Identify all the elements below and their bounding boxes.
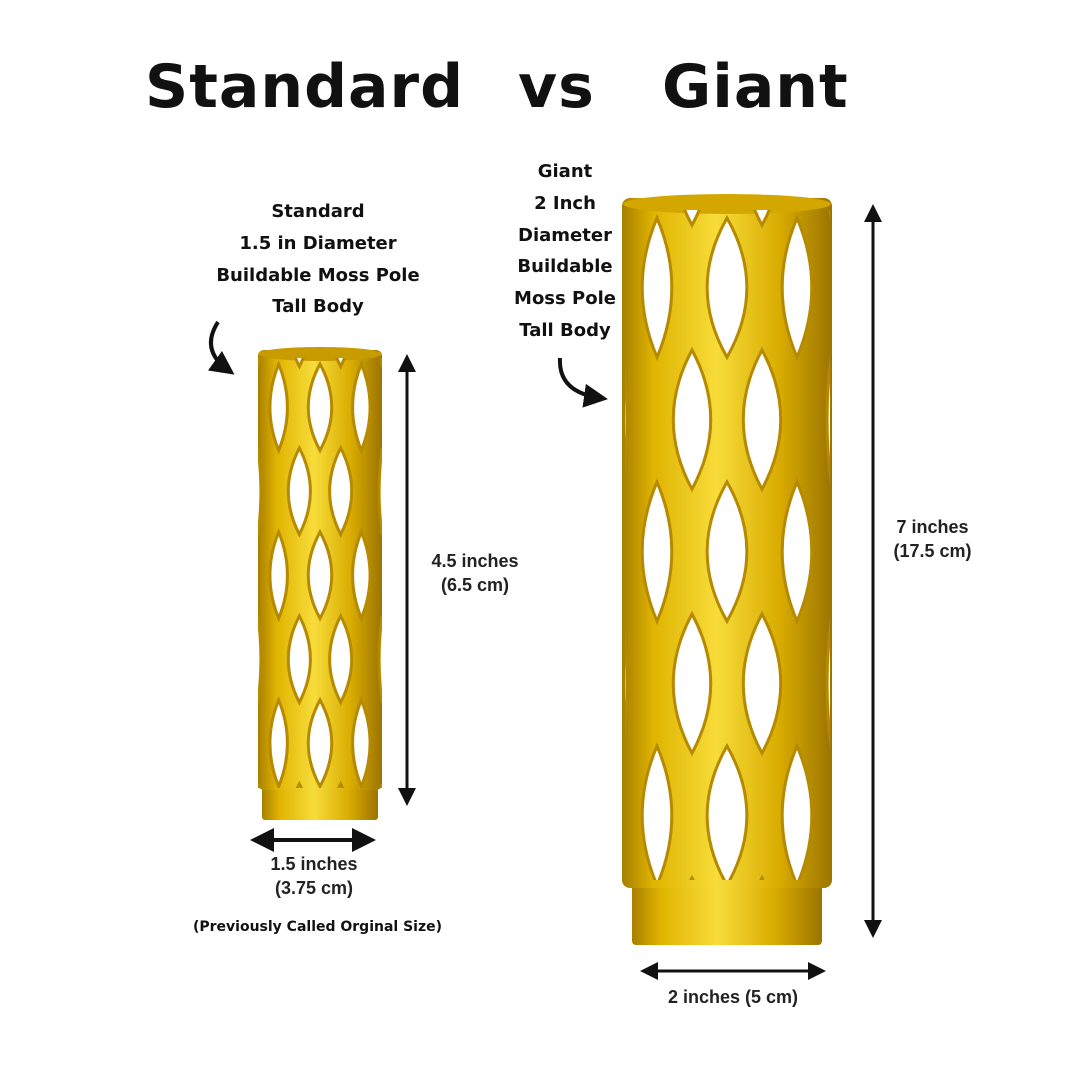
standard-width-label: 1.5 inches (3.75 cm)	[244, 852, 384, 900]
standard-label-line: Buildable Moss Pole	[216, 264, 420, 286]
lattice-cutout	[234, 700, 240, 786]
lattice-cutout	[582, 746, 592, 885]
title-giant: Giant	[662, 52, 849, 122]
lattice-cutout	[306, 360, 334, 454]
standard-label-line: Tall Body	[272, 296, 364, 318]
standard-label: Standard 1.5 in Diameter Buildable Moss …	[188, 196, 448, 323]
lattice-cutout	[400, 532, 406, 618]
lattice-cutout	[234, 532, 240, 618]
lattice-cutout	[780, 742, 814, 880]
lattice-cutout	[420, 448, 426, 534]
lattice-cutout	[420, 280, 426, 366]
lattice-cutout	[640, 478, 674, 626]
lattice-cutout	[625, 625, 629, 742]
lattice-cutout	[862, 218, 872, 357]
lattice-cutout	[780, 478, 814, 626]
lattice-cutout	[351, 695, 372, 788]
lattice-cutout	[625, 361, 629, 478]
giant-label-line: 2 Inch	[534, 192, 596, 214]
standard-width-cm: (3.75 cm)	[274, 878, 354, 898]
lattice-cutout	[862, 746, 872, 885]
lattice-cutout	[897, 614, 907, 753]
lattice-cutout	[268, 527, 289, 623]
lattice-cutout	[286, 612, 312, 706]
lattice-cutout	[258, 447, 263, 535]
lattice-cutout	[671, 346, 713, 493]
lattice-cutout	[689, 874, 695, 880]
lattice-cutout	[671, 610, 713, 757]
giant-moss-pole-image	[582, 86, 907, 1017]
lattice-cutout	[897, 350, 907, 489]
lattice-cutout	[753, 210, 771, 229]
lattice-cutout	[741, 346, 783, 493]
lattice-cutout	[741, 610, 783, 757]
lattice-cutout	[683, 210, 701, 229]
lattice-cutout	[258, 615, 263, 703]
lattice-cutout	[328, 444, 354, 538]
lattice-cutout	[335, 358, 347, 370]
lattice-cutout	[825, 353, 830, 486]
lattice-cutout	[293, 358, 305, 370]
lattice-cutout	[295, 780, 303, 788]
lattice-cutout	[306, 696, 334, 788]
lattice-cutout	[582, 482, 592, 621]
lattice-cutout	[380, 783, 382, 788]
giant-height-cm: (17.5 cm)	[893, 541, 972, 561]
lattice-cutout	[268, 695, 289, 788]
lattice-cutout	[582, 218, 592, 357]
lattice-cutout	[377, 615, 382, 703]
standard-height-inches: 4.5 inches	[431, 551, 519, 571]
lattice-cutout	[640, 742, 674, 880]
giant-label-line: Giant	[537, 161, 593, 182]
giant-label-line: Moss Pole	[514, 288, 616, 310]
lattice-cutout	[705, 742, 749, 880]
giant-label-line: Tall Body	[519, 319, 611, 341]
curved-arrow-icon	[557, 357, 608, 408]
lattice-cutout	[328, 612, 354, 706]
giant-label-line: Buildable	[517, 256, 613, 278]
lattice-cutout	[258, 783, 260, 788]
standard-width-inches: 1.5 inches	[270, 854, 358, 874]
title-standard: Standard	[145, 52, 465, 122]
curved-arrow-icon	[208, 320, 235, 375]
giant-height-inches: 7 inches	[896, 517, 969, 537]
giant-label: Giant 2 Inch Diameter Buildable Moss Pol…	[495, 156, 635, 347]
lattice-cutout	[705, 478, 749, 625]
lattice-cutout	[897, 86, 907, 225]
lattice-cutout	[337, 780, 345, 788]
lattice-cutout	[306, 528, 334, 622]
lattice-cutout	[640, 214, 674, 362]
standard-moss-pole-image	[234, 280, 426, 870]
standard-height-cm: (6.5 cm)	[440, 575, 510, 595]
lattice-cutout	[705, 214, 749, 361]
lattice-cutout	[759, 874, 765, 880]
lattice-cutout	[825, 617, 830, 750]
lattice-cutout	[286, 444, 312, 538]
lattice-cutout	[897, 878, 907, 1017]
lattice-cutout	[617, 878, 627, 1017]
lattice-cutout	[400, 364, 406, 450]
giant-width-label: 2 inches (5 cm)	[667, 987, 799, 1007]
lattice-cutout	[268, 359, 289, 455]
standard-height-label: 4.5 inches (6.5 cm)	[420, 549, 530, 597]
lattice-cutout	[420, 616, 426, 702]
lattice-cutout	[379, 358, 382, 367]
standard-label-line: Standard	[271, 201, 365, 222]
title-vs: vs	[518, 52, 595, 122]
lattice-cutout	[400, 700, 406, 786]
lattice-cutout	[351, 527, 372, 623]
standard-note: (Previously Called Orginal Size)	[192, 919, 443, 935]
lattice-cutout	[377, 447, 382, 535]
lattice-cutout	[862, 482, 872, 621]
lattice-cutout	[420, 784, 426, 870]
lattice-cutout	[351, 359, 372, 455]
lattice-cutout	[780, 214, 814, 362]
lattice-cutout	[827, 878, 837, 1017]
giant-height-label: 7 inches (17.5 cm)	[880, 515, 985, 563]
giant-label-line: Diameter	[518, 224, 612, 246]
standard-label-line: 1.5 in Diameter	[239, 232, 397, 254]
lattice-cutout	[258, 358, 261, 367]
lattice-cutout	[234, 364, 240, 450]
